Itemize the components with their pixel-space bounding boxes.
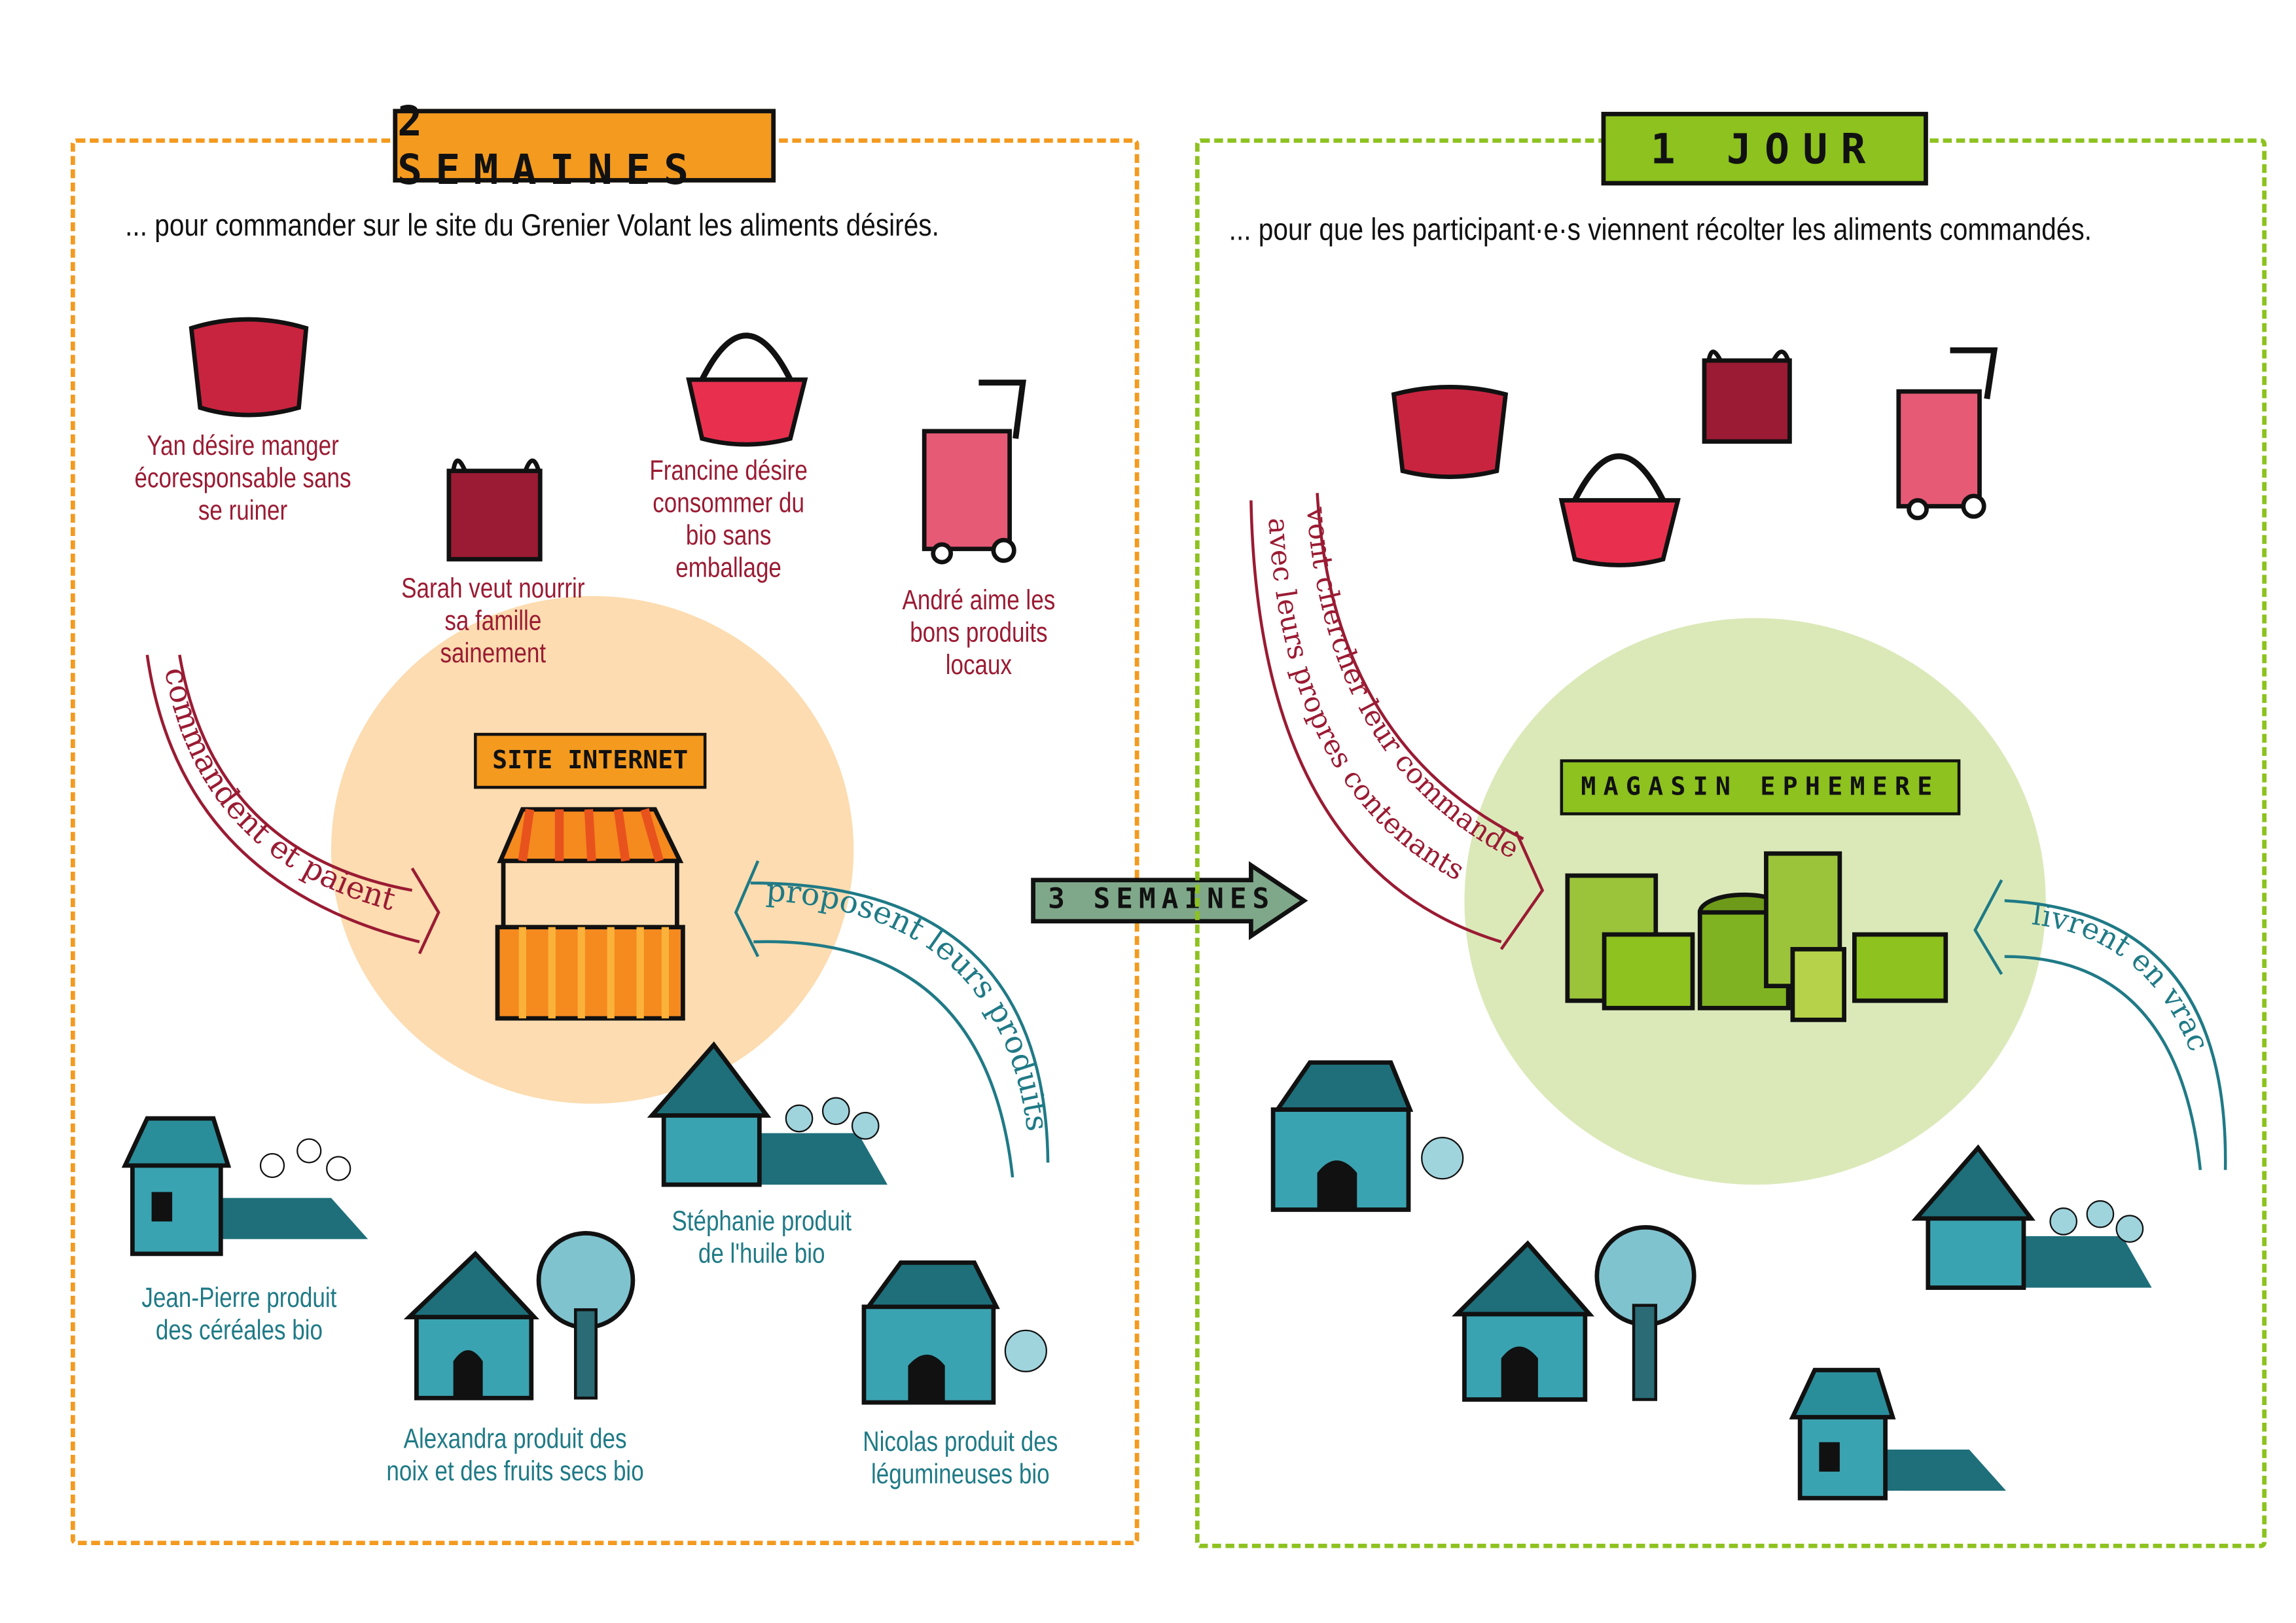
bulk-containers-icon <box>1565 851 1948 1022</box>
basket-icon <box>188 317 309 418</box>
trolley-icon <box>1896 347 1998 520</box>
magasin-banner: MAGASIN EPHEMERE <box>1560 759 1961 815</box>
trolley-icon <box>922 380 1026 565</box>
left-panel-title: 2 SEMAINES <box>393 97 776 194</box>
farm-house-icon <box>121 1116 368 1257</box>
basket-icon <box>1391 385 1509 479</box>
producer-jean-pierre-label: Jean-Pierre produit des céréales bio <box>141 1283 337 1347</box>
arrow-vont-chercher-label: vont chercher leur commande <box>1300 505 1524 865</box>
transition-arrow <box>1031 861 1308 940</box>
bag-icon <box>446 458 543 562</box>
farm-tree-icon <box>403 1231 636 1400</box>
market-stall-icon <box>495 807 685 1021</box>
producer-alexandra-label: Alexandra produit des noix et des fruits… <box>386 1424 644 1488</box>
left-panel-subtitle: ... pour commander sur le site du Grenie… <box>125 209 939 243</box>
bag-icon <box>1702 349 1792 444</box>
basket-handle-icon <box>1558 453 1681 567</box>
consumer-andre-label: André aime les bons produits locaux <box>902 585 1056 682</box>
right-panel-subtitle: ... pour que les participant·e·s viennen… <box>1229 213 2092 247</box>
farm-tree-icon <box>1452 1225 1696 1402</box>
farm-house-icon <box>1270 1060 1464 1212</box>
farm-house-icon <box>1789 1368 2006 1501</box>
arrow-livrent-label: livrent en vrac <box>2030 897 2217 1056</box>
site-internet-banner: SITE INTERNET <box>474 732 707 789</box>
producer-stephanie-label: Stéphanie produit de l'huile bio <box>672 1206 852 1270</box>
consumer-francine-label: Francine désire consommer du bio sans em… <box>649 456 808 584</box>
farm-house-icon <box>647 1041 888 1187</box>
consumer-yan-label: Yan désire manger écoresponsable sans se… <box>134 431 351 527</box>
right-panel-title: 1 JOUR <box>1601 111 1928 186</box>
transition-label: 3 SEMAINES <box>1048 883 1276 916</box>
farm-house-icon <box>861 1260 1047 1405</box>
farm-house-icon <box>1911 1144 2152 1290</box>
producer-nicolas-label: Nicolas produit des légumineuses bio <box>863 1427 1058 1491</box>
consumer-sarah-label: Sarah veut nourrir sa famille sainement <box>401 573 585 670</box>
basket-handle-icon <box>686 332 808 447</box>
